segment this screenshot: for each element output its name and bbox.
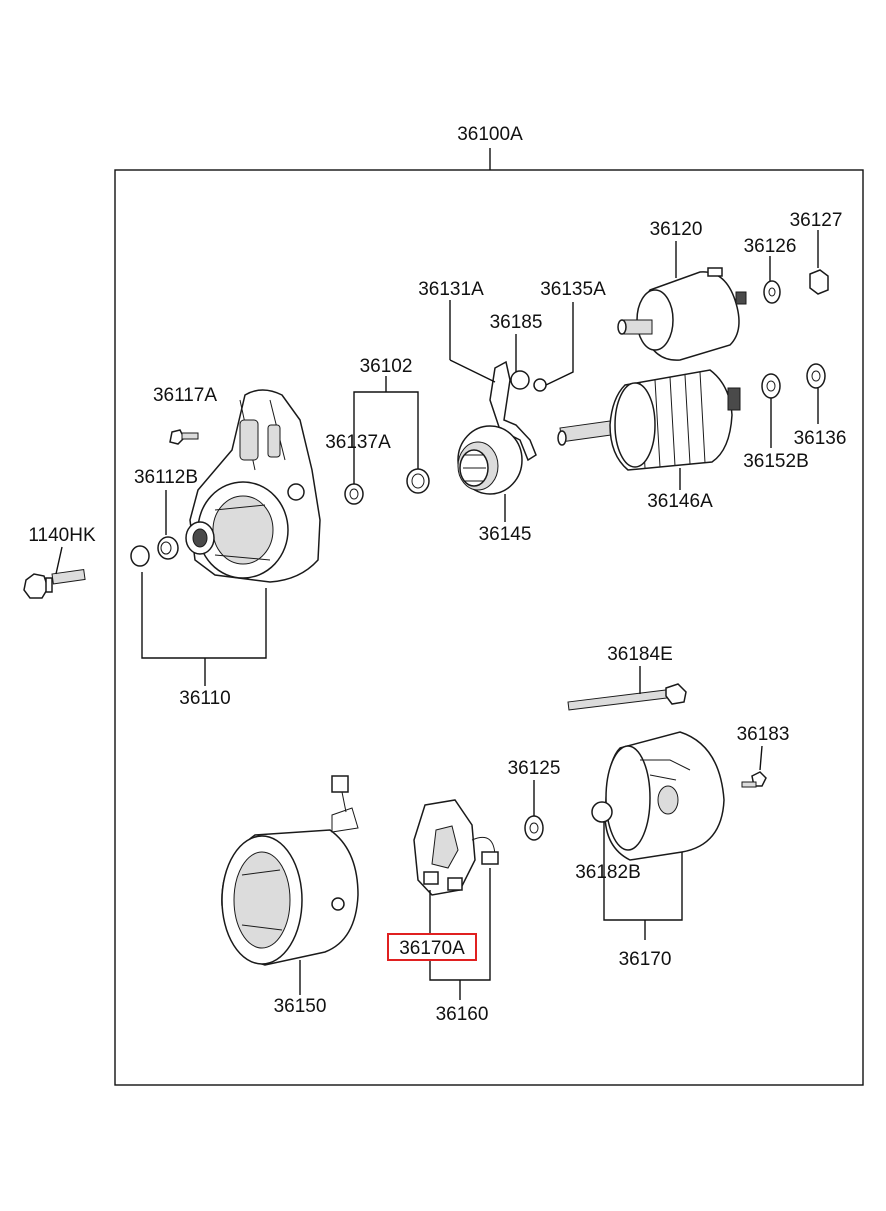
label-36183[interactable]: 36183 (737, 724, 790, 745)
label-36146A[interactable]: 36146A (647, 491, 713, 512)
washer-36125 (524, 815, 544, 841)
label-36137A[interactable]: 36137A (325, 432, 391, 453)
washer-36136 (806, 363, 826, 389)
bracket-36170 (603, 822, 683, 940)
leader-36183 (759, 745, 763, 771)
label-36136[interactable]: 36136 (794, 428, 847, 449)
yoke-36150 (221, 775, 359, 966)
label-36131A[interactable]: 36131A (418, 279, 484, 300)
label-36127[interactable]: 36127 (790, 210, 843, 231)
washer-36136-hole (811, 370, 821, 382)
highlight-box-36170A (387, 933, 477, 961)
label-36112B[interactable]: 36112B (134, 467, 198, 488)
brush-holder-36160 (413, 799, 499, 896)
bolt-1140HK (23, 568, 86, 599)
screw-36183 (741, 771, 767, 788)
bracket-36110 (141, 572, 267, 686)
label-36182B[interactable]: 36182B (575, 862, 641, 883)
front-housing-36110 (185, 389, 321, 583)
lever-36131A (489, 360, 547, 462)
rear-cover-36170 (591, 731, 725, 861)
assembly-frame (114, 169, 864, 1086)
solenoid-36120 (617, 267, 747, 361)
label-36110[interactable]: 36110 (179, 688, 230, 709)
label-36135A[interactable]: 36135A (540, 279, 606, 300)
label-36184E[interactable]: 36184E (607, 644, 673, 665)
label-36100A[interactable]: 36100A (457, 124, 523, 145)
label-36170[interactable]: 36170 (619, 949, 672, 970)
label-1140HK[interactable]: 1140HK (28, 525, 96, 546)
leader-36131A-b (449, 359, 496, 383)
label-36185[interactable]: 36185 (490, 312, 543, 333)
washer-36126 (763, 280, 781, 304)
washer-36125-hole (529, 822, 539, 834)
screw-36117A (169, 429, 199, 445)
washer-36126-hole (768, 287, 776, 297)
armature-36146A (557, 369, 741, 471)
leader-36135A (545, 302, 574, 386)
pinion-36145 (457, 425, 523, 495)
label-36150[interactable]: 36150 (274, 996, 327, 1017)
label-36102[interactable]: 36102 (360, 356, 413, 377)
bracket-36102 (353, 376, 419, 484)
label-36152B[interactable]: 36152B (743, 451, 809, 472)
leader-1140HK (55, 546, 63, 575)
washer-36152B-hole (766, 380, 776, 392)
label-36126[interactable]: 36126 (744, 236, 797, 257)
label-36145[interactable]: 36145 (479, 524, 532, 545)
label-36117A[interactable]: 36117A (153, 385, 217, 406)
label-36125[interactable]: 36125 (508, 758, 561, 779)
label-36170A[interactable]: 36170A (399, 938, 465, 959)
label-36160[interactable]: 36160 (436, 1004, 489, 1025)
bushing-36102 (406, 468, 430, 494)
bushing-36137A (344, 483, 364, 505)
bolt-36184E (567, 683, 687, 711)
washer-36152B (761, 373, 781, 399)
nut-36127 (809, 269, 829, 295)
label-36120[interactable]: 36120 (650, 219, 703, 240)
bushing-36112B (130, 536, 179, 567)
